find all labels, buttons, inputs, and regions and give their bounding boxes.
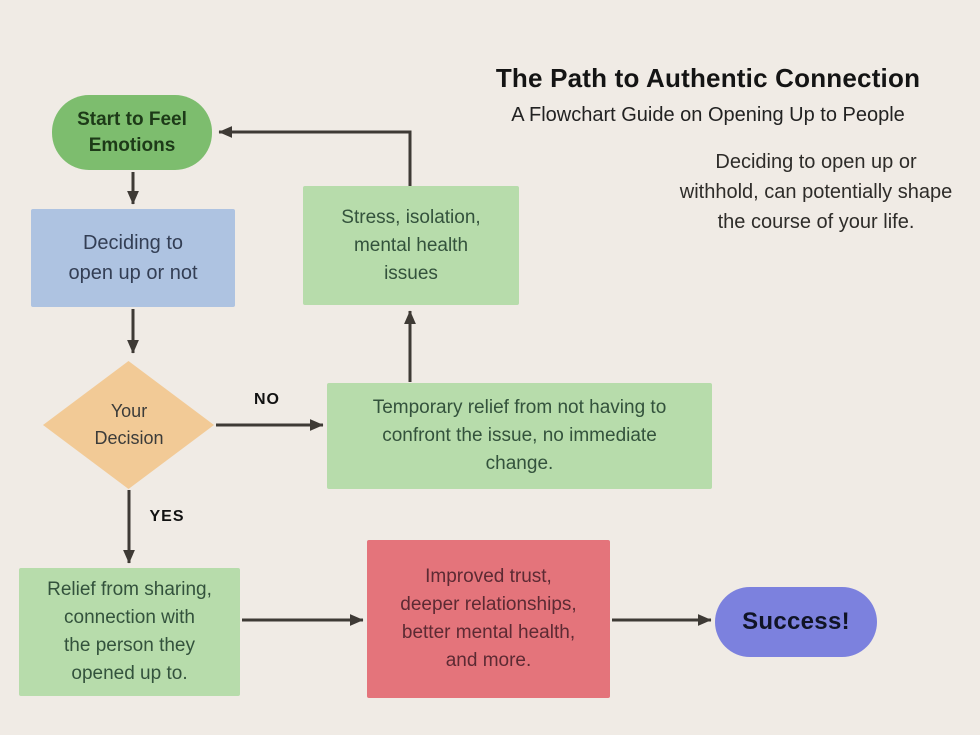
- arrow-stress-to-start: [218, 126, 412, 186]
- edge-label-yes: YES: [149, 508, 185, 525]
- page-subtitle: A Flowchart Guide on Opening Up to Peopl…: [511, 104, 905, 126]
- decision-diamond-label: Your Decision: [94, 401, 164, 448]
- page-title: The Path to Authentic Connection: [495, 63, 921, 93]
- node-start-terminator: Start to Feel Emotions: [52, 95, 212, 170]
- node-stress-process: Stress, isolation, mental health issues: [303, 186, 519, 305]
- intro-text: Deciding to open up or withhold, can pot…: [679, 151, 953, 233]
- header: The Path to Authentic Connection A Flowc…: [448, 62, 968, 128]
- node-temporary-relief-process: Temporary relief from not having to conf…: [327, 383, 712, 489]
- node-deciding-process: Deciding to open up or not: [31, 209, 235, 307]
- edge-label-no: NO: [254, 391, 280, 408]
- node-improved-outcomes-process: Improved trust, deeper relationships, be…: [367, 540, 610, 698]
- node-success-terminator: Success!: [715, 587, 877, 657]
- node-relief-sharing-process: Relief from sharing, connection with the…: [19, 568, 240, 696]
